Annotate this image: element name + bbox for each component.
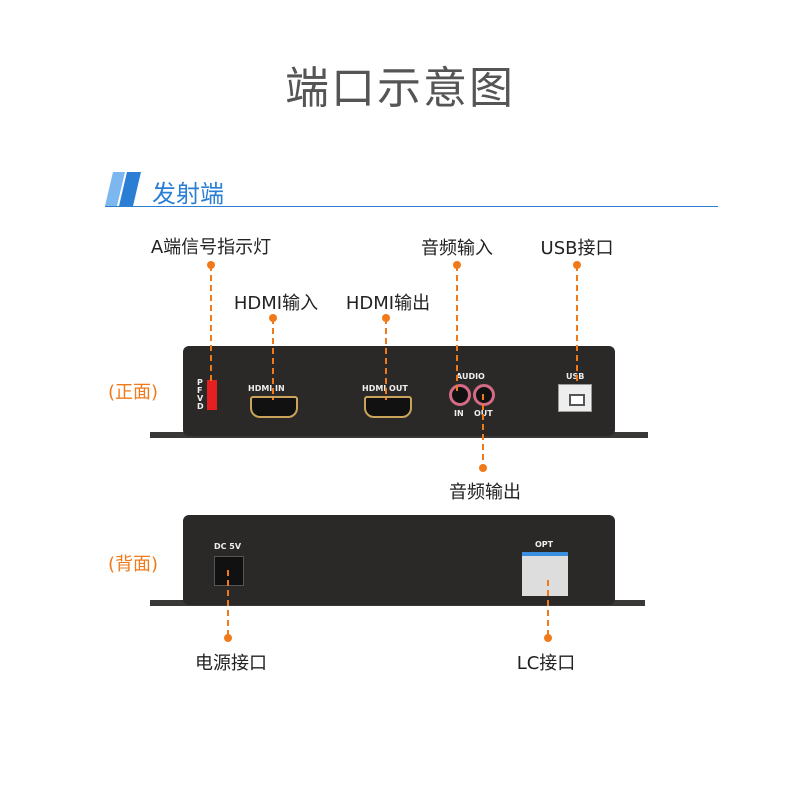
led-p: P	[197, 378, 203, 387]
callout-audio-in: 音频输入	[421, 238, 493, 259]
front-label: (正面)	[108, 382, 159, 403]
page-title: 端口示意图	[285, 63, 515, 114]
callout-led: A端信号指示灯	[150, 237, 272, 258]
back-label: (背面)	[108, 554, 159, 575]
led-f: F	[197, 386, 203, 395]
callout-hdmi-out: HDMI输出	[345, 293, 431, 314]
hdmi-in-label: HDMI IN	[248, 384, 285, 393]
led-strip	[207, 380, 217, 410]
section-title: 发射端	[152, 180, 224, 208]
opt-label: OPT	[535, 540, 554, 549]
led-v: V	[197, 394, 204, 403]
front-panel	[183, 346, 615, 436]
usb-label: USB	[566, 372, 585, 381]
lc-optical-port	[522, 552, 568, 596]
callout-audio-out: 音频输出	[449, 482, 521, 503]
audio-in-jack	[449, 384, 471, 406]
audio-in-label: IN	[454, 409, 464, 418]
audio-out-label: OUT	[474, 409, 493, 418]
callout-power: 电源接口	[195, 653, 267, 674]
hdmi-in-port	[250, 396, 298, 418]
section-divider	[105, 206, 718, 207]
section-marker-icon	[105, 172, 141, 206]
dc-label: DC 5V	[214, 542, 242, 551]
callout-lc: LC接口	[516, 653, 576, 674]
callout-hdmi-in: HDMI输入	[233, 293, 319, 314]
hdmi-out-port	[364, 396, 412, 418]
callout-usb: USB接口	[540, 238, 614, 259]
audio-label: AUDIO	[456, 372, 485, 381]
led-d: D	[197, 402, 204, 411]
usb-port	[558, 384, 592, 412]
hdmi-out-label: HDMI OUT	[362, 384, 408, 393]
